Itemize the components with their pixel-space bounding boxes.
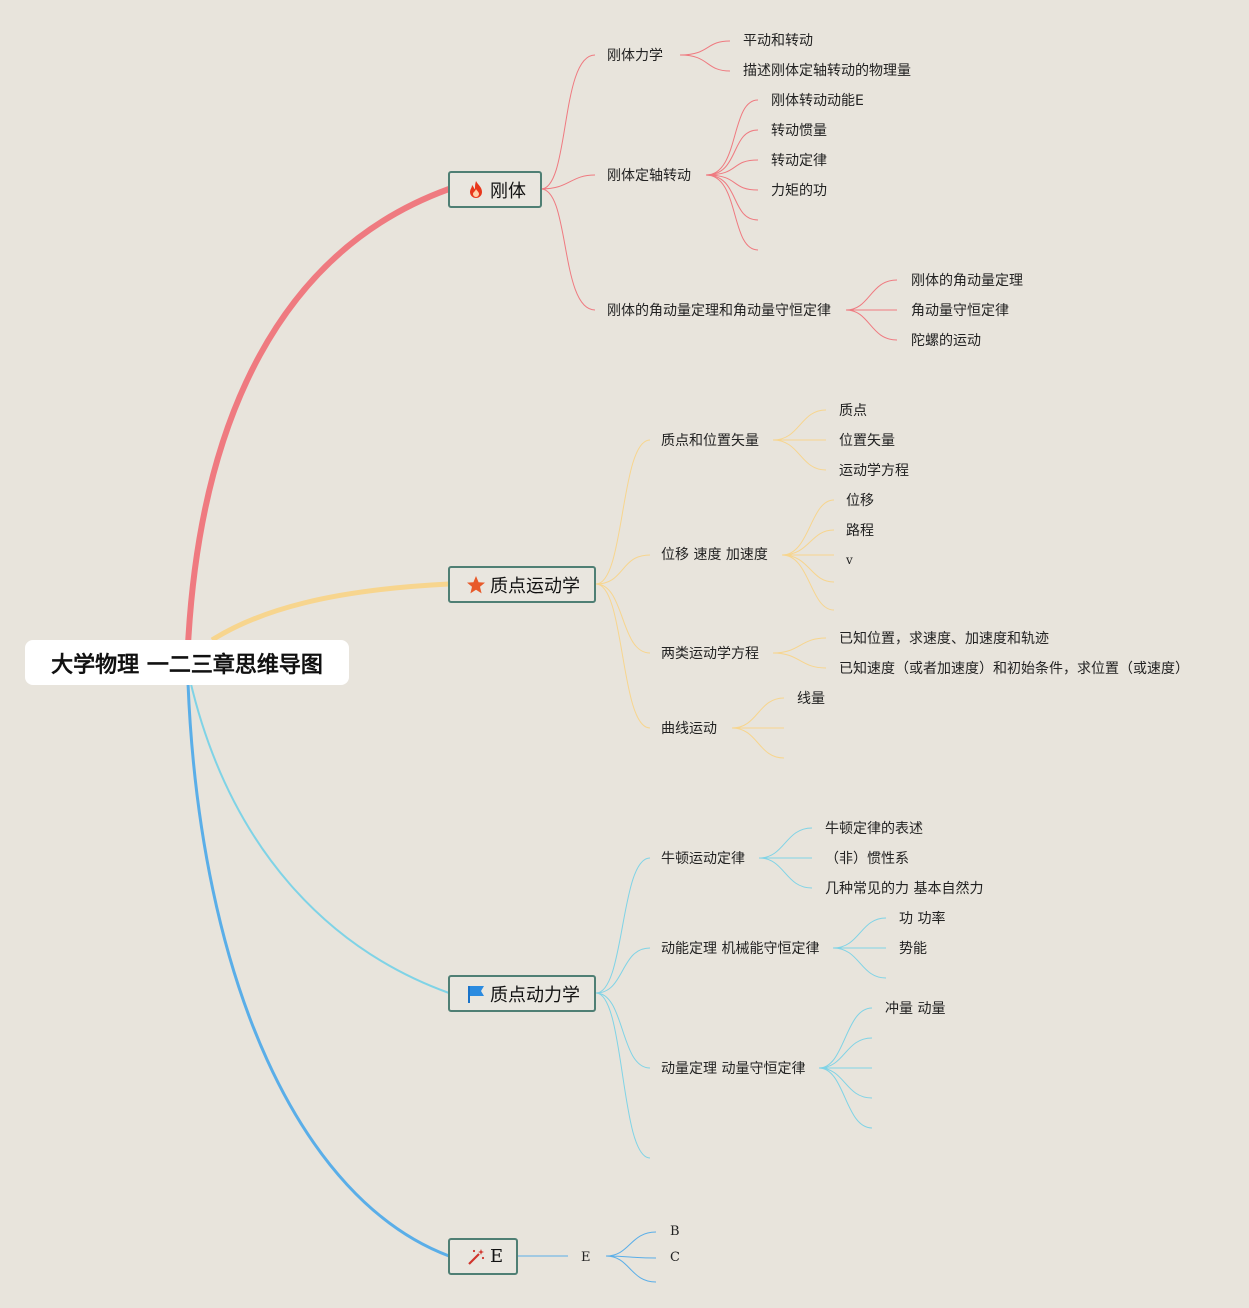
branch-line-dynamics — [189, 679, 450, 994]
connectors-e — [517, 1231, 657, 1283]
leaf-node[interactable]: 路程 — [846, 523, 874, 539]
root-title: 大学物理 一二三章思维导图 — [51, 652, 323, 678]
leaf-node[interactable]: 已知位置，求速度、加速度和轨迹 — [839, 631, 1049, 647]
leaf-node[interactable]: 陀螺的运动 — [911, 333, 981, 349]
subtopic[interactable]: 牛顿运动定律 — [661, 851, 745, 867]
leaf-node[interactable]: 运动学方程 — [839, 463, 909, 479]
connectors-rigid-body — [540, 40, 898, 341]
leaf-node[interactable]: 描述刚体定轴转动的物理量 — [743, 63, 911, 79]
leaf-node[interactable]: （非）惯性系 — [825, 851, 909, 867]
leaf-node[interactable]: 功 功率 — [899, 911, 946, 927]
subtopic[interactable]: 刚体定轴转动 — [607, 168, 691, 184]
leaf-node[interactable]: 转动定律 — [771, 153, 827, 169]
root-topic[interactable]: 大学物理 一二三章思维导图 — [25, 640, 349, 685]
connectors-dynamics — [595, 827, 887, 1159]
leaf-node[interactable]: 几种常见的力 基本自然力 — [825, 881, 984, 897]
leaf-node[interactable]: 线量 — [797, 691, 825, 707]
leaf-node[interactable]: 刚体转动动能E — [771, 93, 864, 109]
subtopic[interactable]: 刚体的角动量定理和角动量守恒定律 — [607, 303, 831, 319]
topic-label: E — [490, 1246, 504, 1267]
subtopic[interactable]: 刚体力学 — [607, 48, 663, 64]
leaf-node[interactable]: 势能 — [899, 941, 927, 957]
leaf-node[interactable]: 位置矢量 — [839, 433, 895, 449]
leaf-node[interactable]: 位移 — [846, 493, 874, 509]
branch-line-kinematics — [210, 581, 450, 643]
leaf-node[interactable]: 质点 — [839, 403, 867, 419]
branch-line-e — [186, 682, 450, 1258]
leaf-node[interactable]: C — [670, 1250, 680, 1265]
subtopic[interactable]: 质点和位置矢量 — [661, 433, 759, 449]
subtopic[interactable]: E — [581, 1250, 591, 1265]
leaf-node[interactable]: 转动惯量 — [771, 123, 827, 139]
leaf-node[interactable]: 已知速度（或者加速度）和初始条件，求位置（或速度） — [839, 661, 1189, 677]
subtopic[interactable]: 两类运动学方程 — [661, 646, 759, 662]
topic-label: 刚体 — [490, 180, 526, 202]
subtopic[interactable]: 位移 速度 加速度 — [661, 547, 768, 563]
star-icon — [466, 575, 486, 595]
leaf-node[interactable]: 平动和转动 — [743, 33, 813, 49]
topic-rigid-body[interactable]: 刚体 — [448, 171, 542, 208]
leaf-node[interactable]: 牛顿定律的表述 — [825, 821, 923, 837]
leaf-node[interactable]: 角动量守恒定律 — [911, 303, 1009, 319]
subtopic[interactable]: 曲线运动 — [661, 721, 717, 737]
leaf-node[interactable]: 刚体的角动量定理 — [911, 273, 1023, 289]
leaf-node[interactable]: 力矩的功 — [771, 183, 827, 199]
topic-kinematics[interactable]: 质点运动学 — [448, 566, 596, 603]
topic-dynamics[interactable]: 质点动力学 — [448, 975, 596, 1012]
fire-icon — [466, 180, 486, 200]
connectors-kinematics — [595, 409, 835, 759]
branch-line-rigid-body — [185, 186, 451, 646]
leaf-node[interactable]: B — [670, 1224, 680, 1239]
subtopic[interactable]: 动量定理 动量守恒定律 — [661, 1061, 806, 1077]
topic-label: 质点动力学 — [490, 984, 580, 1006]
leaf-node[interactable]: v — [846, 553, 853, 567]
flag-icon — [466, 984, 486, 1004]
magic-wand-icon — [466, 1247, 486, 1267]
topic-e[interactable]: E — [448, 1238, 518, 1275]
topic-label: 质点运动学 — [490, 575, 580, 597]
subtopic[interactable]: 动能定理 机械能守恒定律 — [661, 941, 820, 957]
leaf-node[interactable]: 冲量 动量 — [885, 1001, 946, 1017]
